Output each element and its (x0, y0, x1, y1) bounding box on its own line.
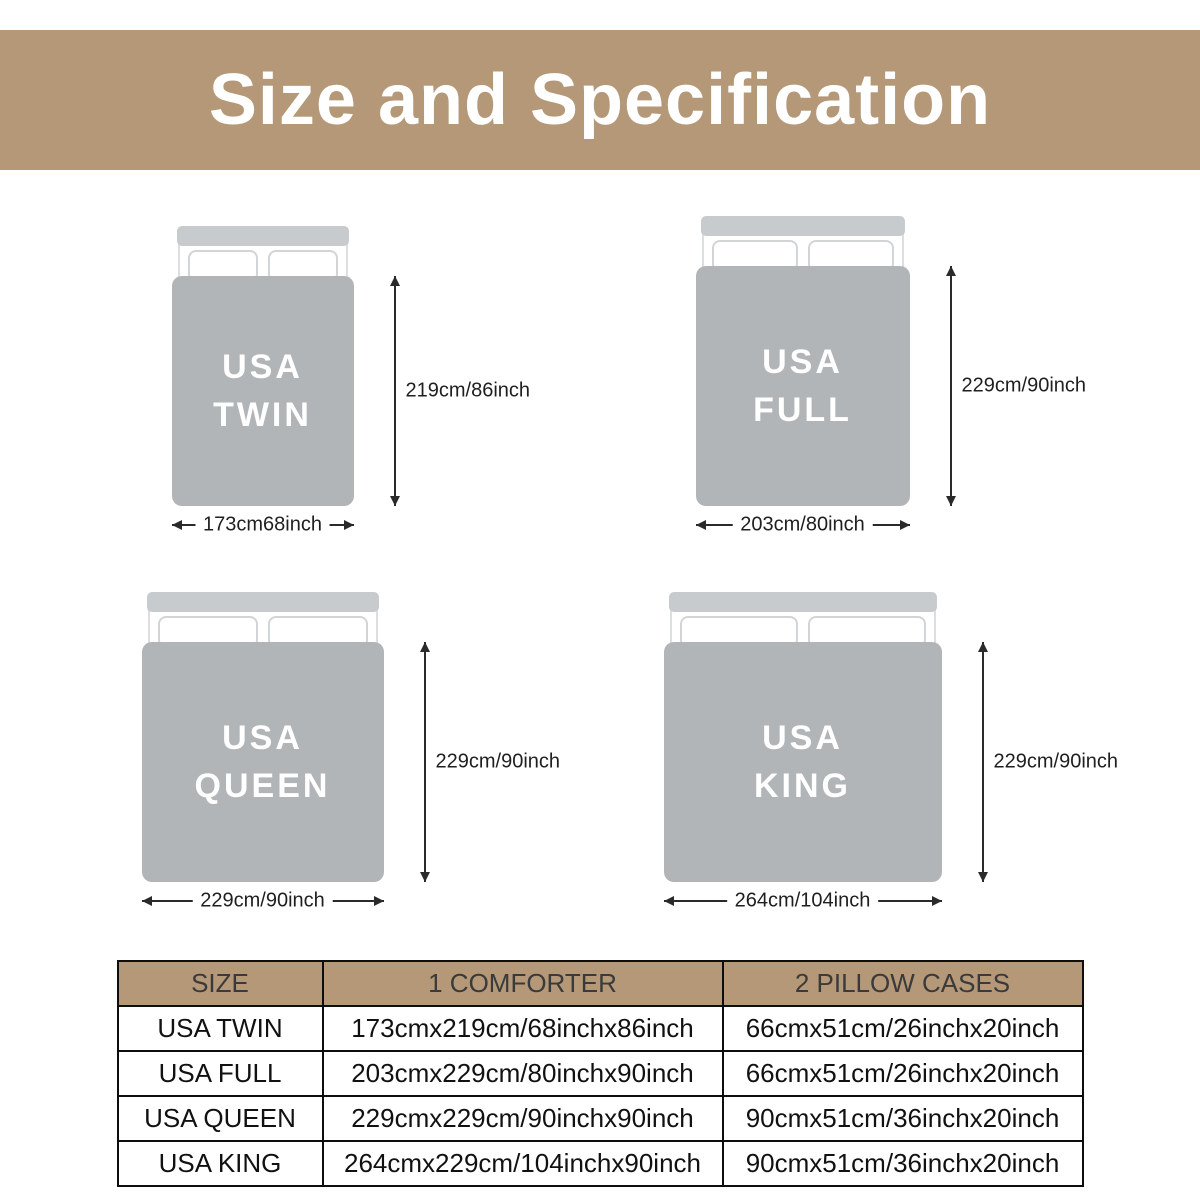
bed-illustration: USA KING (663, 592, 942, 882)
page-title: Size and Specification (208, 60, 992, 140)
comforter-label-line1: USA (222, 719, 303, 757)
comforter-label-line2: TWIN (213, 396, 312, 434)
height-dimension-arrow: 229cm/90inch (419, 642, 560, 882)
vertical-arrow-line (389, 276, 400, 506)
width-dimension-label: 229cm/90inch (192, 889, 333, 913)
vertical-arrow-line (945, 266, 956, 506)
bed-diagram-usa-king: USA KING 229cm/90inch 264cm/104inch (663, 592, 1118, 924)
title-banner: Size and Specification (0, 30, 1200, 170)
pillow-cases-cell: 90cmx51cm/36inchx20inch (721, 1095, 1084, 1142)
headboard (176, 226, 349, 246)
size-specification-table: SIZE 1 COMFORTER 2 PILLOW CASES USA TWIN… (116, 960, 1084, 1187)
bed-diagram-usa-full: USA FULL 229cm/90inch 203cm/80inch (695, 216, 1086, 548)
vertical-arrow-line (419, 642, 430, 882)
table-row: USA KING 264cmx229cm/104inchx90inch 90cm… (116, 1140, 1084, 1187)
headboard (700, 216, 905, 236)
size-cell: USA QUEEN (116, 1095, 324, 1142)
comforter-label-line2: KING (754, 767, 851, 805)
table-row: USA FULL 203cmx229cm/80inchx90inch 66cmx… (116, 1050, 1084, 1097)
comforter-cell: 173cmx219cm/68inchx86inch (321, 1005, 724, 1052)
size-cell: USA FULL (116, 1050, 324, 1097)
header-size: SIZE (116, 960, 324, 1007)
bed-diagram-usa-twin: USA TWIN 219cm/86inch 173cm68inch (171, 226, 530, 548)
header-comforter: 1 COMFORTER (321, 960, 724, 1007)
comforter-label-line2: FULL (753, 391, 852, 429)
width-dimension-arrow: 203cm/80inch (695, 513, 910, 537)
size-cell: USA KING (116, 1140, 324, 1187)
comforter-label-line2: QUEEN (194, 767, 331, 805)
headboard (668, 592, 937, 612)
comforter: USA KING (663, 642, 942, 882)
comforter-cell: 264cmx229cm/104inchx90inch (321, 1140, 724, 1187)
bed-illustration: USA TWIN (171, 226, 354, 506)
size-cell: USA TWIN (116, 1005, 324, 1052)
comforter: USA TWIN (171, 276, 354, 506)
height-dimension-arrow: 229cm/90inch (945, 266, 1086, 506)
height-dimension-label: 219cm/86inch (405, 379, 531, 402)
headboard (146, 592, 379, 612)
width-dimension-arrow: 264cm/104inch (663, 889, 942, 913)
height-dimension-label: 229cm/90inch (961, 374, 1087, 397)
header-pillow-cases: 2 PILLOW CASES (721, 960, 1084, 1007)
height-dimension-label: 229cm/90inch (993, 750, 1119, 773)
width-dimension-label: 173cm68inch (195, 513, 330, 537)
comforter-label-line1: USA (222, 348, 303, 386)
bed-size-diagrams: USA TWIN 219cm/86inch 173cm68inch USA FU… (60, 216, 1140, 924)
width-dimension-arrow: 173cm68inch (171, 513, 354, 537)
height-dimension-arrow: 219cm/86inch (389, 276, 530, 506)
comforter: USA QUEEN (141, 642, 384, 882)
bed-illustration: USA FULL (695, 216, 910, 506)
comforter-label-line1: USA (762, 719, 843, 757)
vertical-arrow-line (977, 642, 988, 882)
comforter-cell: 229cmx229cm/90inchx90inch (321, 1095, 724, 1142)
comforter-label-line1: USA (762, 343, 843, 381)
pillow-cases-cell: 90cmx51cm/36inchx20inch (721, 1140, 1084, 1187)
comforter-cell: 203cmx229cm/80inchx90inch (321, 1050, 724, 1097)
table-row: USA TWIN 173cmx219cm/68inchx86inch 66cmx… (116, 1005, 1084, 1052)
pillow-cases-cell: 66cmx51cm/26inchx20inch (721, 1005, 1084, 1052)
height-dimension-arrow: 229cm/90inch (977, 642, 1118, 882)
bed-diagram-usa-queen: USA QUEEN 229cm/90inch 229cm/90inch (141, 592, 560, 924)
width-dimension-label: 203cm/80inch (732, 513, 873, 537)
bed-illustration: USA QUEEN (141, 592, 384, 882)
pillow-cases-cell: 66cmx51cm/26inchx20inch (721, 1050, 1084, 1097)
width-dimension-arrow: 229cm/90inch (141, 889, 384, 913)
height-dimension-label: 229cm/90inch (435, 750, 561, 773)
width-dimension-label: 264cm/104inch (726, 889, 879, 913)
table-header-row: SIZE 1 COMFORTER 2 PILLOW CASES (116, 960, 1084, 1007)
comforter: USA FULL (695, 266, 910, 506)
table-row: USA QUEEN 229cmx229cm/90inchx90inch 90cm… (116, 1095, 1084, 1142)
